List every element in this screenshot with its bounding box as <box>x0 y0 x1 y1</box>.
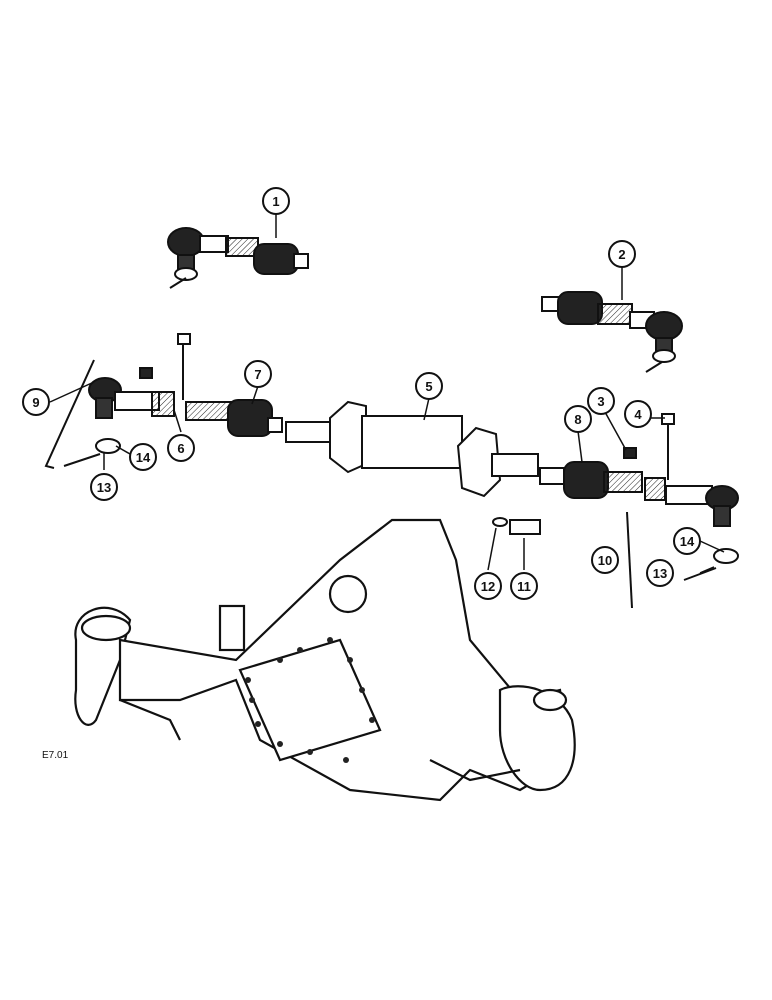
callout-number: 8 <box>574 412 581 427</box>
tie-rod-end-assembly-1 <box>167 227 309 289</box>
callout-circle <box>22 388 50 416</box>
callout-12: 12 <box>474 572 502 600</box>
callout-circle <box>474 572 502 600</box>
callout-number: 13 <box>97 480 111 495</box>
callout-circle <box>624 400 652 428</box>
callout-circle <box>591 546 619 574</box>
callout-number: 13 <box>653 566 667 581</box>
callout-circle <box>90 473 118 501</box>
callout-10: 10 <box>591 546 619 574</box>
callout-6: 6 <box>167 434 195 462</box>
callout-circle <box>510 572 538 600</box>
callout-number: 2 <box>618 247 625 262</box>
callout-number: 7 <box>254 367 261 382</box>
callout-number: 3 <box>597 394 604 409</box>
callout-3: 3 <box>587 387 615 415</box>
callout-11: 11 <box>510 572 538 600</box>
callout-5: 5 <box>415 372 443 400</box>
callout-circle <box>262 187 290 215</box>
callout-circle <box>608 240 636 268</box>
callout-2: 2 <box>608 240 636 268</box>
callout-circle <box>587 387 615 415</box>
callout-13: 13 <box>646 559 674 587</box>
callout-number: 14 <box>680 534 695 549</box>
callout-number: 9 <box>32 395 39 410</box>
callout-circle <box>244 360 272 388</box>
callout-number: 6 <box>177 441 184 456</box>
callout-circle <box>673 527 701 555</box>
leader-lines <box>49 213 725 574</box>
callout-circle <box>415 372 443 400</box>
callout-number: 14 <box>136 450 151 465</box>
steering-cylinder-row <box>63 333 739 581</box>
callout-circle <box>646 559 674 587</box>
callout-13: 13 <box>90 473 118 501</box>
callout-14: 14 <box>129 443 157 471</box>
front-axle-housing <box>74 518 576 802</box>
callout-circle <box>167 434 195 462</box>
callout-number: 10 <box>598 553 612 568</box>
callout-7: 7 <box>244 360 272 388</box>
figure-code: E7.01 <box>42 750 69 761</box>
callout-number: 11 <box>517 579 531 594</box>
housing-bolt-holes <box>245 637 375 763</box>
callout-number: 1 <box>272 194 279 209</box>
callout-8: 8 <box>564 405 592 433</box>
callout-number: 4 <box>634 407 642 422</box>
group-brackets <box>44 359 633 609</box>
callout-number: 5 <box>425 379 432 394</box>
callout-circle <box>564 405 592 433</box>
callout-1: 1 <box>262 187 290 215</box>
callout-circle <box>129 443 157 471</box>
callout-9: 9 <box>22 388 50 416</box>
tie-rod-end-assembly-2 <box>541 291 683 373</box>
callout-number: 12 <box>481 579 495 594</box>
callout-14: 14 <box>673 527 701 555</box>
callout-4: 4 <box>624 400 652 428</box>
